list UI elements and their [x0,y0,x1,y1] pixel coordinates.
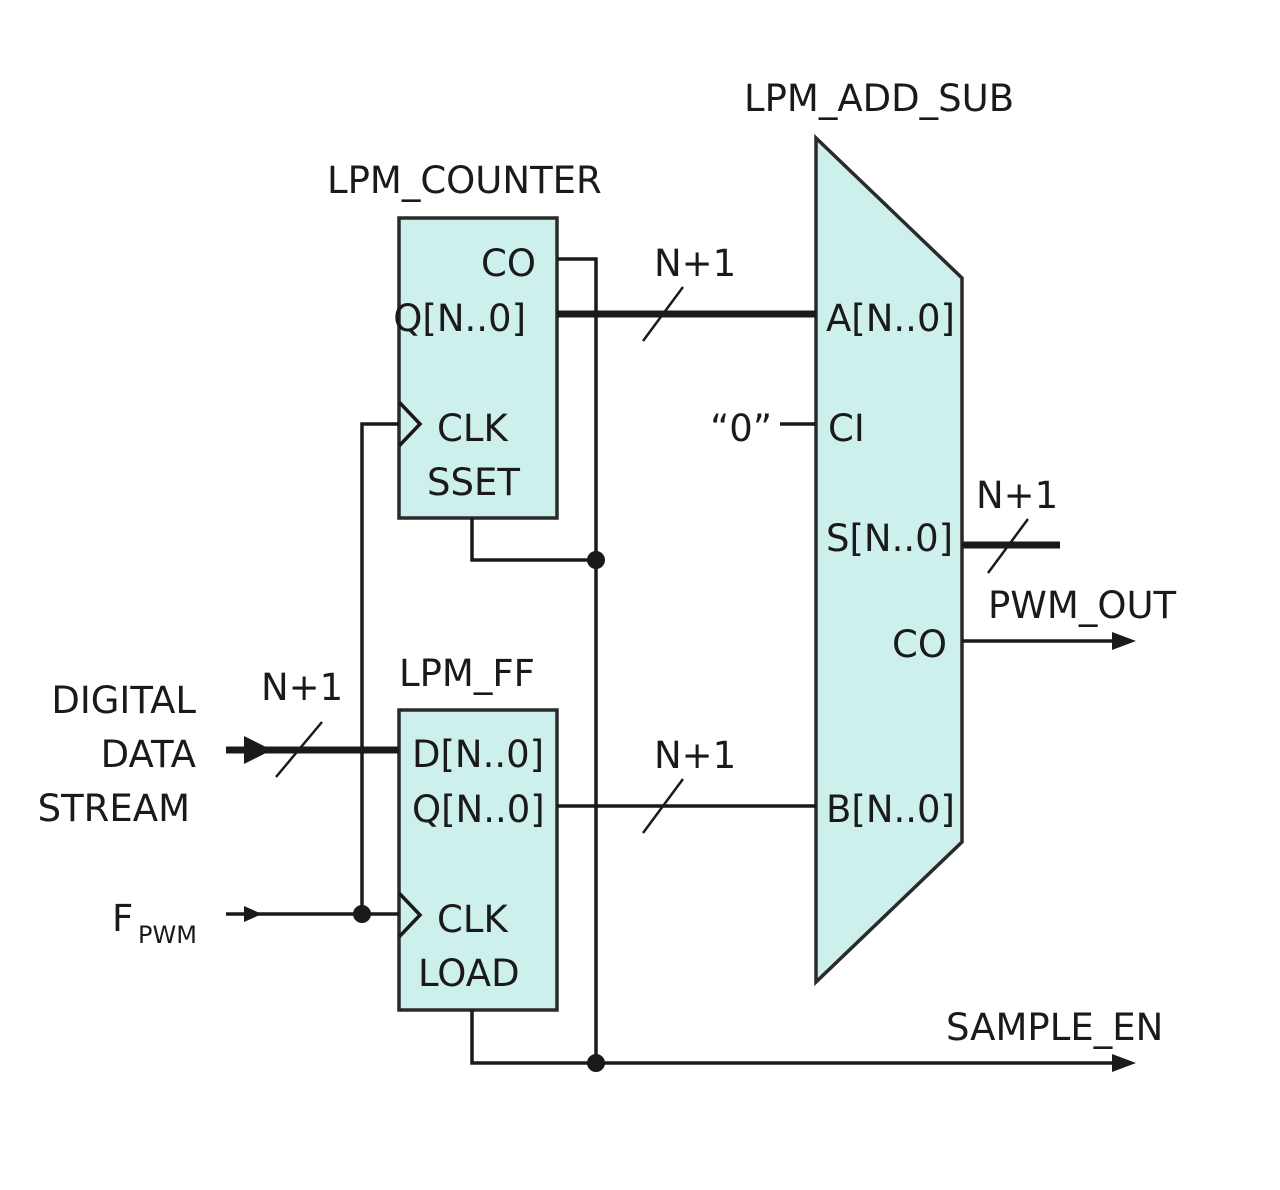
adder-s-port: S[N..0] [826,517,953,560]
lpm-add-sub-block [814,133,964,987]
ff-q-bus-slash [641,778,685,834]
adder-ci-port: CI [828,407,865,450]
counter-co-port: CO [481,242,536,285]
counter-sset-port: SSET [427,461,520,504]
adder-b-port: B[N..0] [826,788,955,831]
lpm-counter-block [397,216,559,520]
bus-width-label: N+1 [654,734,736,777]
fpwm-subscript-label: PWM [138,921,197,949]
junction-dot [587,551,605,569]
bus-width-label: N+1 [654,242,736,285]
counter-title: LPM_COUNTER [327,159,602,202]
ff-q-port: Q[N..0] [412,788,545,831]
counter-q-bus-slash [641,286,685,342]
counter-sset-wire [470,518,596,562]
counter-co-wire [557,257,598,1063]
ff-load-port: LOAD [418,952,520,995]
counter-clk-port: CLK [437,407,509,450]
junction-dot [353,905,371,923]
fpwm-arrow-icon [244,906,262,922]
sample-en-label: SAMPLE_EN [946,1006,1163,1049]
ff-clk-port: CLK [437,898,509,941]
counter-clk-wire [360,422,399,914]
counter-clock-marker-icon [397,400,423,448]
adder-co-port: CO [892,623,947,666]
adder-title: LPM_ADD_SUB [744,77,1014,120]
pwm-out-arrow-icon [1112,632,1136,650]
ff-title: LPM_FF [399,652,535,695]
bus-width-label: N+1 [261,666,343,709]
bus-width-label: N+1 [976,474,1058,517]
ff-load-wire [470,1010,596,1065]
data-input-label-line-1: DIGITAL [51,679,196,722]
pwm-out-label: PWM_OUT [988,584,1177,627]
sample-en-arrow-icon [1112,1054,1136,1072]
data-input-label-line-2: DATA [101,733,196,776]
counter-q-port: Q[N..0] [393,297,526,340]
lpm-ff-block [397,708,559,1012]
data-input-label-line-3: STREAM [38,787,190,830]
adder-s-bus-slash [986,518,1030,574]
ff-clock-marker-icon [397,891,423,939]
fpwm-label: F [112,897,133,940]
data-in-bus-slash [275,721,323,778]
ff-d-port: D[N..0] [412,733,544,776]
adder-a-port: A[N..0] [826,297,955,340]
data-in-arrow-icon [244,736,272,764]
junction-dot [587,1054,605,1072]
ci-constant-label: “0” [710,407,772,450]
